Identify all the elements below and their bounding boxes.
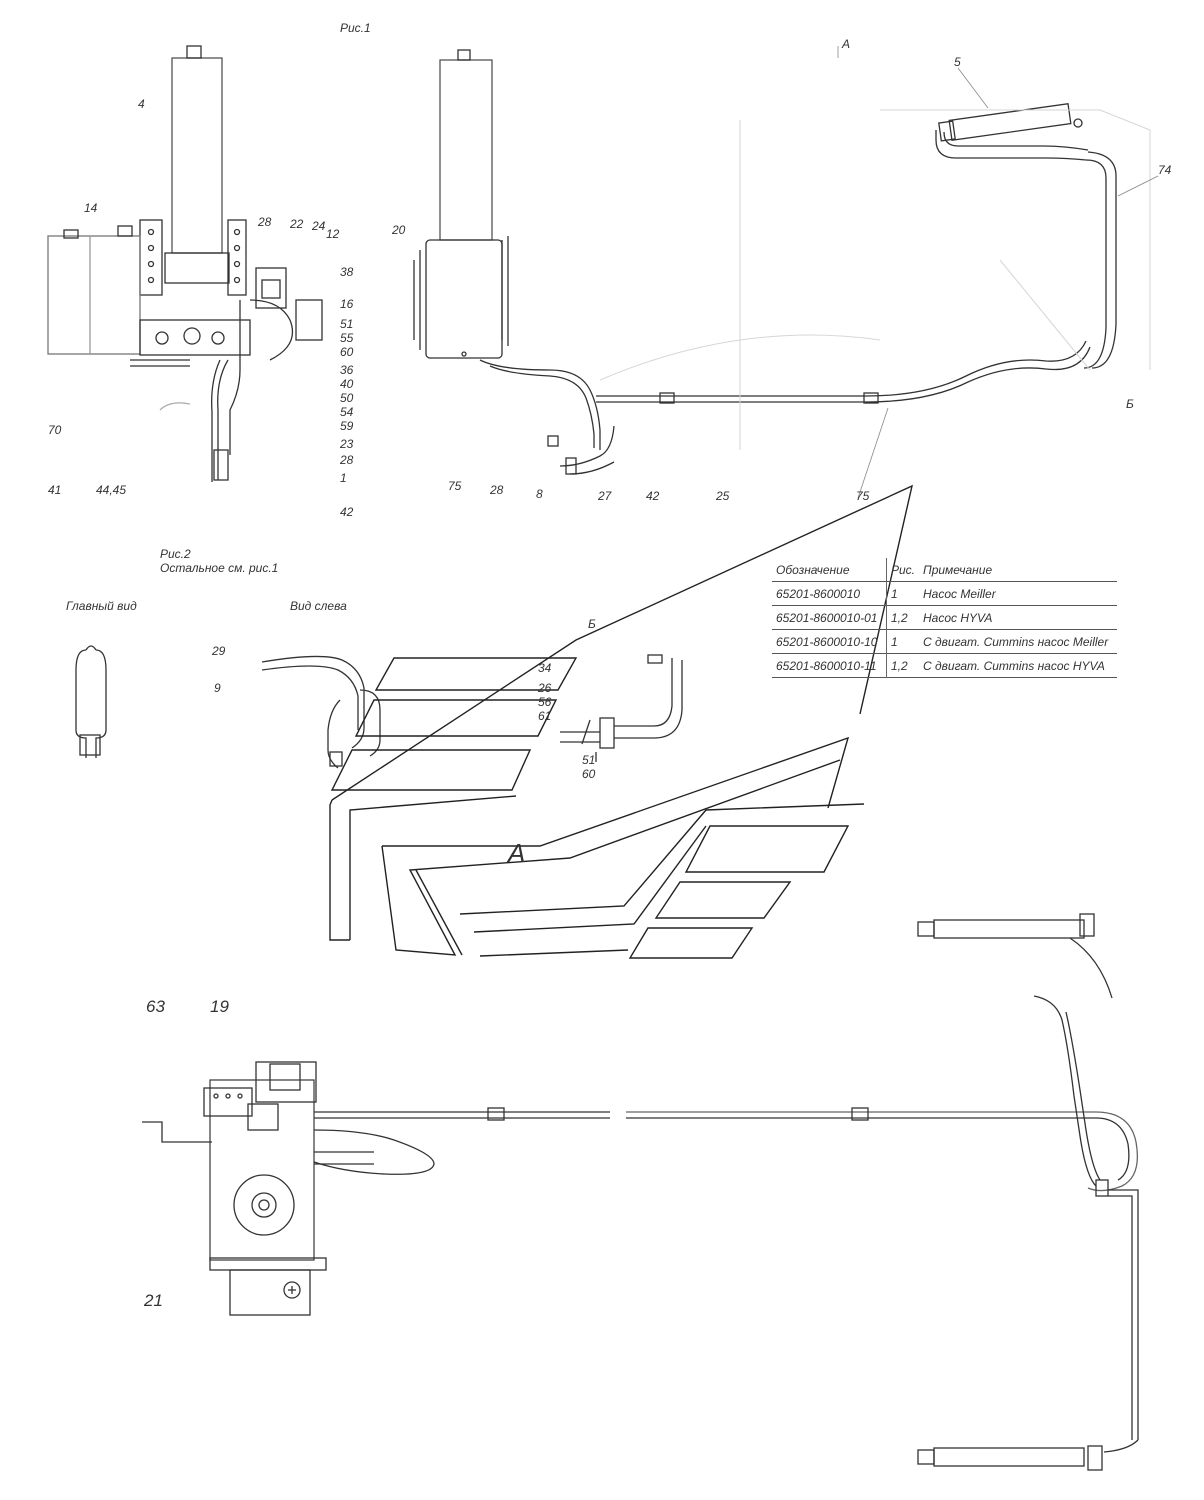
callout-12: 12 bbox=[326, 227, 340, 241]
fig2-section-mark-b: Б bbox=[588, 617, 596, 631]
callout-25: 25 bbox=[716, 489, 730, 503]
callout-38: 38 bbox=[340, 265, 354, 279]
callout-75: 75 bbox=[448, 479, 462, 493]
fig1-front-view bbox=[47, 45, 323, 482]
cell-note: С двигат. Cummins насос Meiller bbox=[923, 634, 1109, 649]
view-a-plan bbox=[142, 913, 1139, 1471]
leader-lines bbox=[837, 46, 1159, 499]
callout-36: 36 bbox=[340, 363, 354, 377]
callout-16: 16 bbox=[340, 297, 354, 311]
fig2-left-view-title: Вид слева bbox=[290, 599, 347, 613]
cell-designation: 65201-8600010-10 bbox=[776, 634, 878, 649]
callout-50: 50 bbox=[340, 391, 354, 405]
callout-20: 20 bbox=[392, 223, 406, 237]
cell-figure: 1 bbox=[886, 581, 920, 606]
callout-42: 42 bbox=[646, 489, 660, 503]
frame-cross-section bbox=[329, 484, 913, 959]
col-header-designation: Обозначение bbox=[772, 558, 887, 582]
callout-75: 75 bbox=[856, 489, 870, 503]
table-row: 65201-8600010-11 1,2 С двигат. Cummins н… bbox=[772, 653, 1118, 678]
callout-63: 63 bbox=[146, 997, 165, 1016]
fig2-caption: Рис.2 bbox=[160, 547, 191, 561]
callout-1: 1 bbox=[340, 471, 347, 485]
callout-28: 28 bbox=[490, 483, 504, 497]
cell-note: С двигат. Cummins насос HYVA bbox=[923, 658, 1105, 673]
callout-51: 51 bbox=[340, 317, 354, 331]
callout-24: 24 bbox=[312, 219, 326, 233]
callout-14: 14 bbox=[84, 201, 98, 215]
callout-60: 60 bbox=[340, 345, 354, 359]
callout-61: 61 bbox=[538, 709, 552, 723]
callout-19: 19 bbox=[210, 997, 229, 1016]
fig1-caption: Рис.1 bbox=[340, 21, 371, 35]
col-header-figure: Рис. bbox=[886, 558, 920, 582]
callout-22: 22 bbox=[290, 217, 304, 231]
col-header-note: Примечание bbox=[919, 558, 1118, 582]
fig1-view-mark-a: А bbox=[842, 37, 851, 51]
fig2-main-view bbox=[75, 645, 107, 758]
callout-44-45: 44,45 bbox=[96, 483, 127, 497]
cell-designation: 65201-8600010-01 bbox=[776, 610, 878, 625]
cell-designation: 65201-8600010 bbox=[776, 586, 861, 601]
fig1-section-mark-b: Б bbox=[1126, 397, 1134, 411]
callout-60: 60 bbox=[582, 767, 596, 781]
table-header-row: Обозначение Рис. Примечание bbox=[772, 558, 1118, 582]
table-row: 65201-8600010-01 1,2 Насос HYVA bbox=[772, 605, 1118, 630]
callout-40: 40 bbox=[340, 377, 354, 391]
callout-26: 26 bbox=[538, 681, 552, 695]
cell-designation: 65201-8600010-11 bbox=[776, 658, 877, 673]
callout-28: 28 bbox=[340, 453, 354, 467]
callout-74: 74 bbox=[1158, 163, 1172, 177]
cell-note: Насос HYVA bbox=[923, 610, 993, 625]
table-row: 65201-8600010 1 Насос Meiller bbox=[772, 581, 1118, 606]
callout-8: 8 bbox=[536, 487, 543, 501]
callout-4: 4 bbox=[138, 97, 145, 111]
callout-27: 27 bbox=[598, 489, 612, 503]
callout-29: 29 bbox=[212, 644, 226, 658]
cell-figure: 1,2 bbox=[886, 605, 920, 630]
fig2-note: Остальное см. рис.1 bbox=[160, 561, 279, 575]
view-a-mark: А bbox=[508, 838, 526, 868]
table-row: 65201-8600010-10 1 С двигат. Cummins нас… bbox=[772, 629, 1118, 654]
fig2-left-view bbox=[261, 655, 381, 769]
callout-56: 56 bbox=[538, 695, 552, 709]
callout-34: 34 bbox=[538, 661, 552, 675]
callout-5: 5 bbox=[954, 55, 961, 69]
fig1-side-view bbox=[413, 49, 1117, 475]
callout-51: 51 bbox=[582, 753, 596, 767]
callout-59: 59 bbox=[340, 419, 354, 433]
cell-note: Насос Meiller bbox=[923, 586, 996, 601]
cell-figure: 1 bbox=[886, 629, 920, 654]
callout-21: 21 bbox=[144, 1291, 163, 1310]
fig1-truck-body-outline bbox=[599, 109, 1151, 450]
callout-23: 23 bbox=[340, 437, 354, 451]
cell-figure: 1,2 bbox=[886, 653, 920, 678]
callout-28: 28 bbox=[258, 215, 272, 229]
callout-54: 54 bbox=[340, 405, 354, 419]
variant-spec-table: Обозначение Рис. Примечание 65201-860001… bbox=[772, 558, 1118, 678]
callout-42: 42 bbox=[340, 505, 354, 519]
callout-70: 70 bbox=[48, 423, 62, 437]
fig2-front-view-title: Главный вид bbox=[66, 599, 137, 613]
detail-b-view bbox=[560, 654, 683, 762]
callout-55: 55 bbox=[340, 331, 354, 345]
callout-41: 41 bbox=[48, 483, 62, 497]
callout-9: 9 bbox=[214, 681, 221, 695]
